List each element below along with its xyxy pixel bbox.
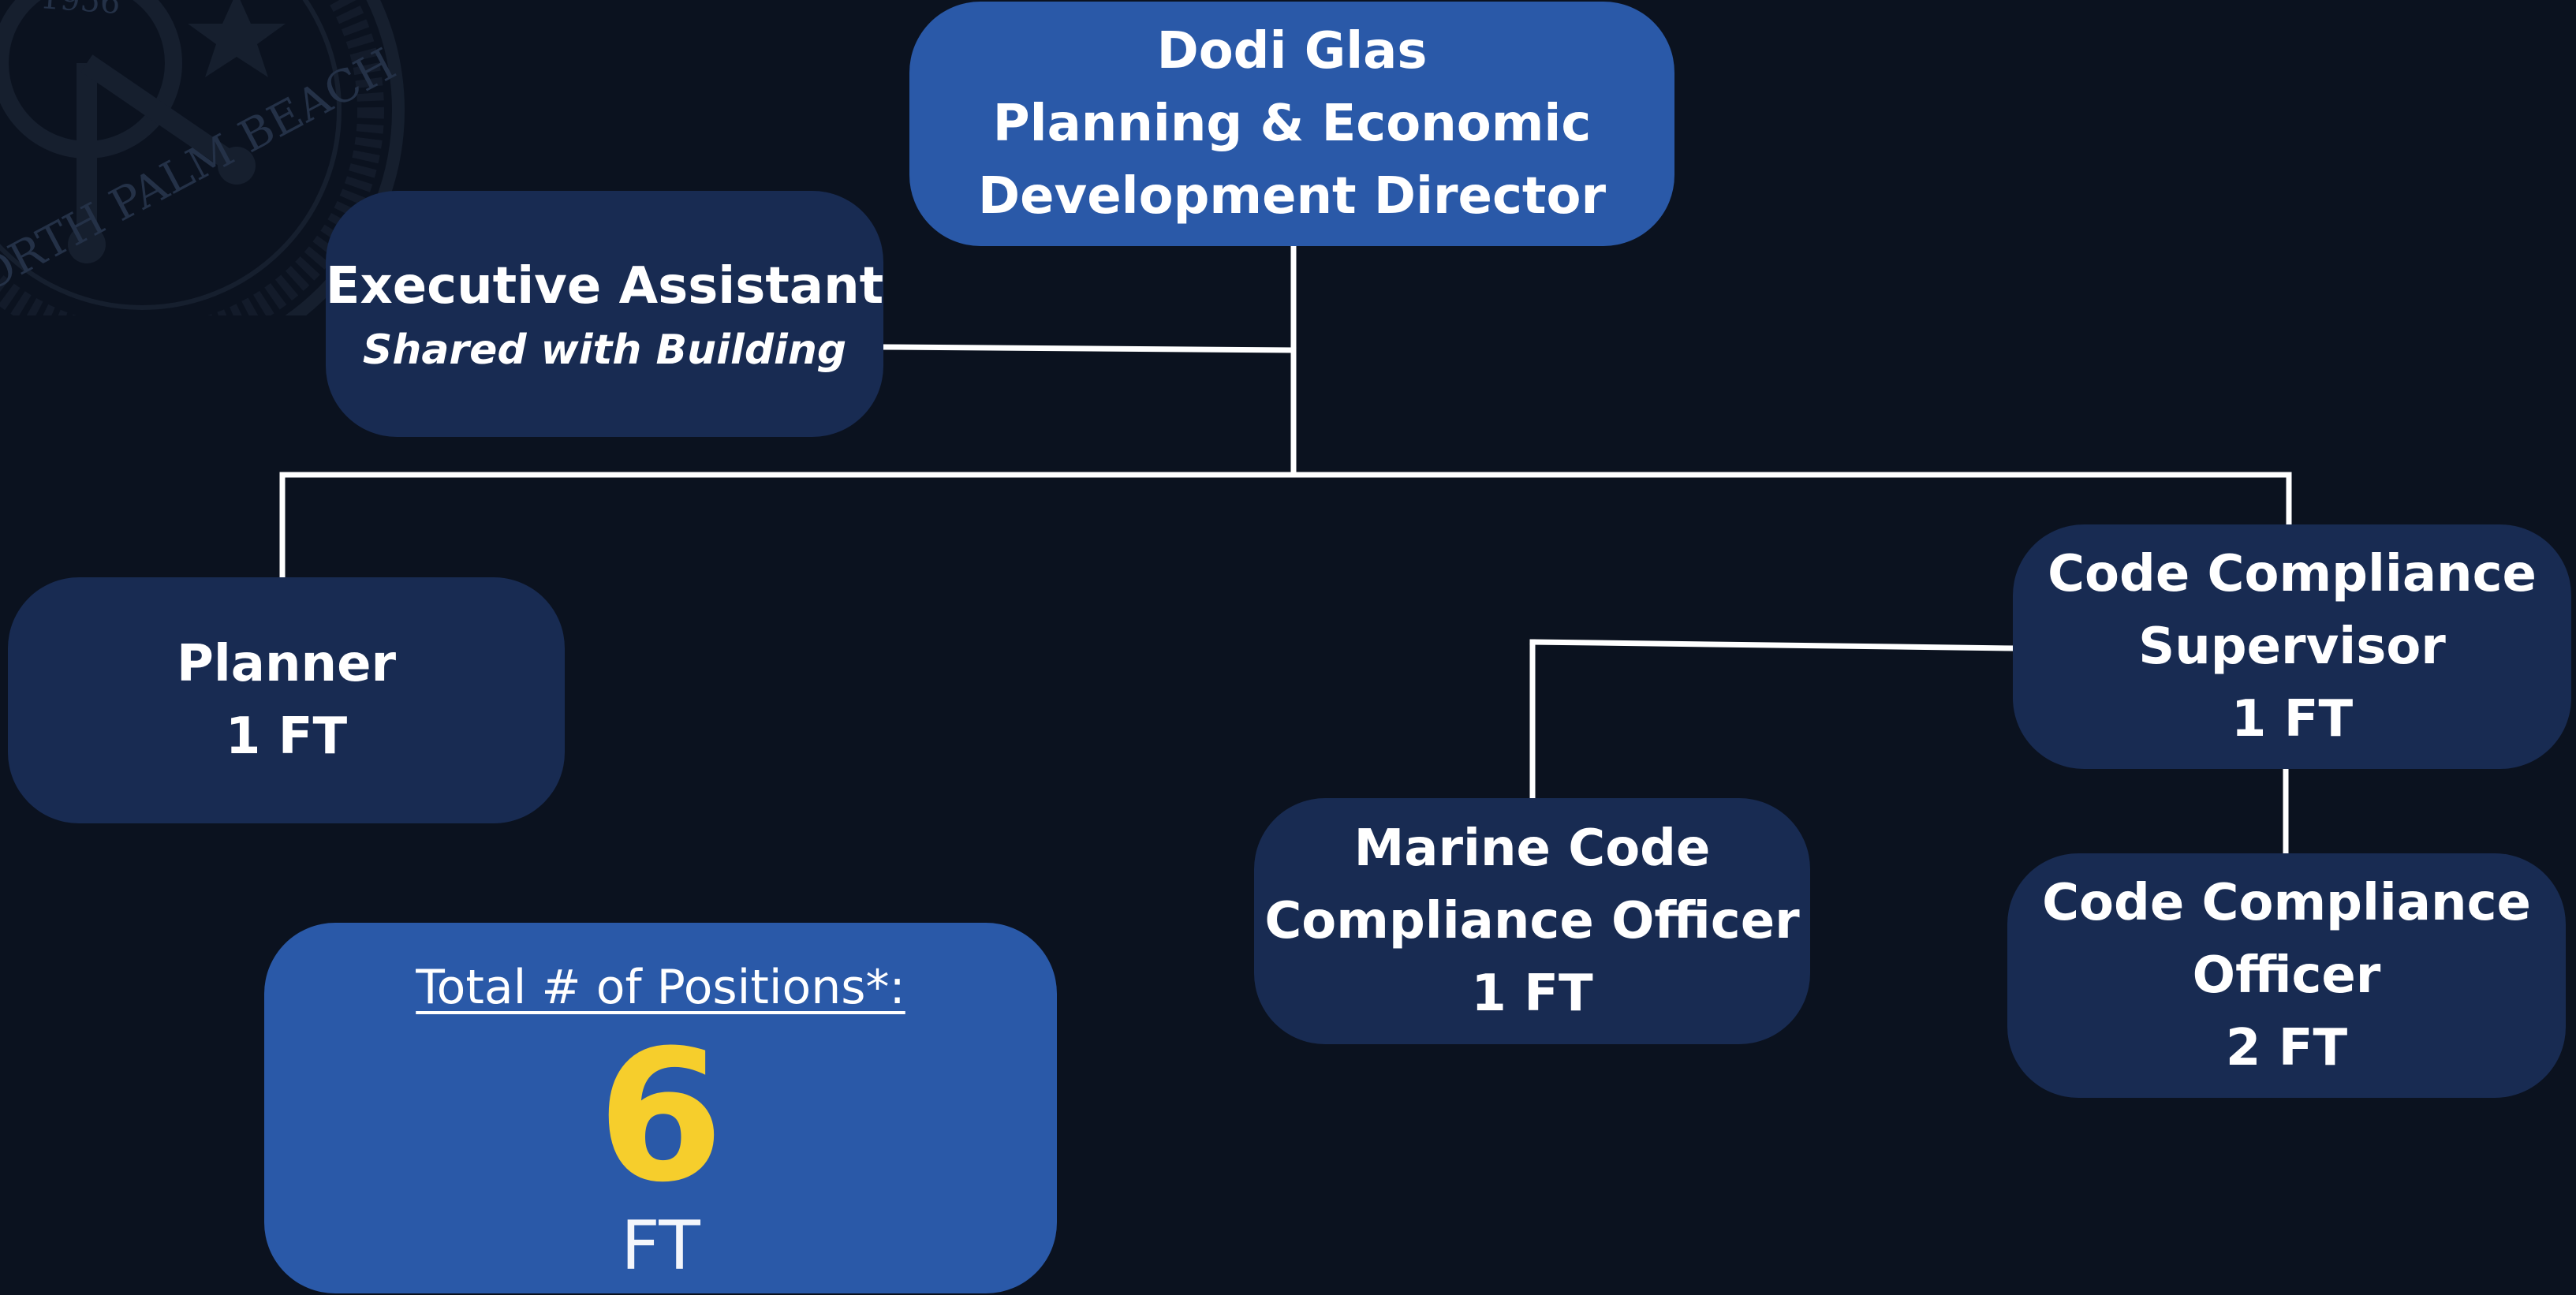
code-compliance-officer-box: Code Compliance Officer 2 FT xyxy=(2007,853,2566,1098)
director-title-line2: Development Director xyxy=(978,167,1606,226)
planner-count: 1 FT xyxy=(225,707,348,766)
code-compliance-supervisor-box: Code Compliance Supervisor 1 FT xyxy=(2013,524,2571,769)
director-name: Dodi Glas xyxy=(1156,22,1428,80)
officer-count: 2 FT xyxy=(2225,1019,2348,1077)
marine-officer-title-line1: Marine Code xyxy=(1353,819,1711,878)
executive-assistant-box: Executive Assistant Shared with Building xyxy=(326,191,883,437)
total-positions-box: Total # of Positions*: 6 FT xyxy=(264,923,1057,1293)
marine-code-compliance-officer-box: Marine Code Compliance Officer 1 FT xyxy=(1254,798,1810,1044)
director-title-line1: Planning & Economic xyxy=(992,95,1592,153)
total-positions-value: 6 xyxy=(597,1012,724,1222)
supervisor-title-line1: Code Compliance xyxy=(2048,545,2537,603)
officer-title-line2: Officer xyxy=(2192,946,2381,1005)
connector-executive-assistant xyxy=(880,344,1297,353)
marine-officer-title-line2: Compliance Officer xyxy=(1264,892,1800,950)
director-box: Dodi Glas Planning & Economic Developmen… xyxy=(909,2,1674,246)
supervisor-title-line2: Supervisor xyxy=(2138,618,2446,676)
supervisor-count: 1 FT xyxy=(2231,690,2354,748)
town-seal-watermark: 1956 NORTH PALM BEACH xyxy=(0,0,405,315)
connector-marine-horizontal xyxy=(1529,639,2016,651)
executive-assistant-note: Shared with Building xyxy=(362,327,847,374)
executive-assistant-title: Executive Assistant xyxy=(325,257,884,315)
planner-title: Planner xyxy=(176,635,397,693)
total-positions-label: Total # of Positions*: xyxy=(416,960,905,1015)
total-positions-unit: FT xyxy=(621,1207,700,1286)
planner-box: Planner 1 FT xyxy=(8,577,565,823)
officer-title-line1: Code Compliance xyxy=(2042,874,2531,932)
marine-officer-count: 1 FT xyxy=(1471,965,1593,1023)
